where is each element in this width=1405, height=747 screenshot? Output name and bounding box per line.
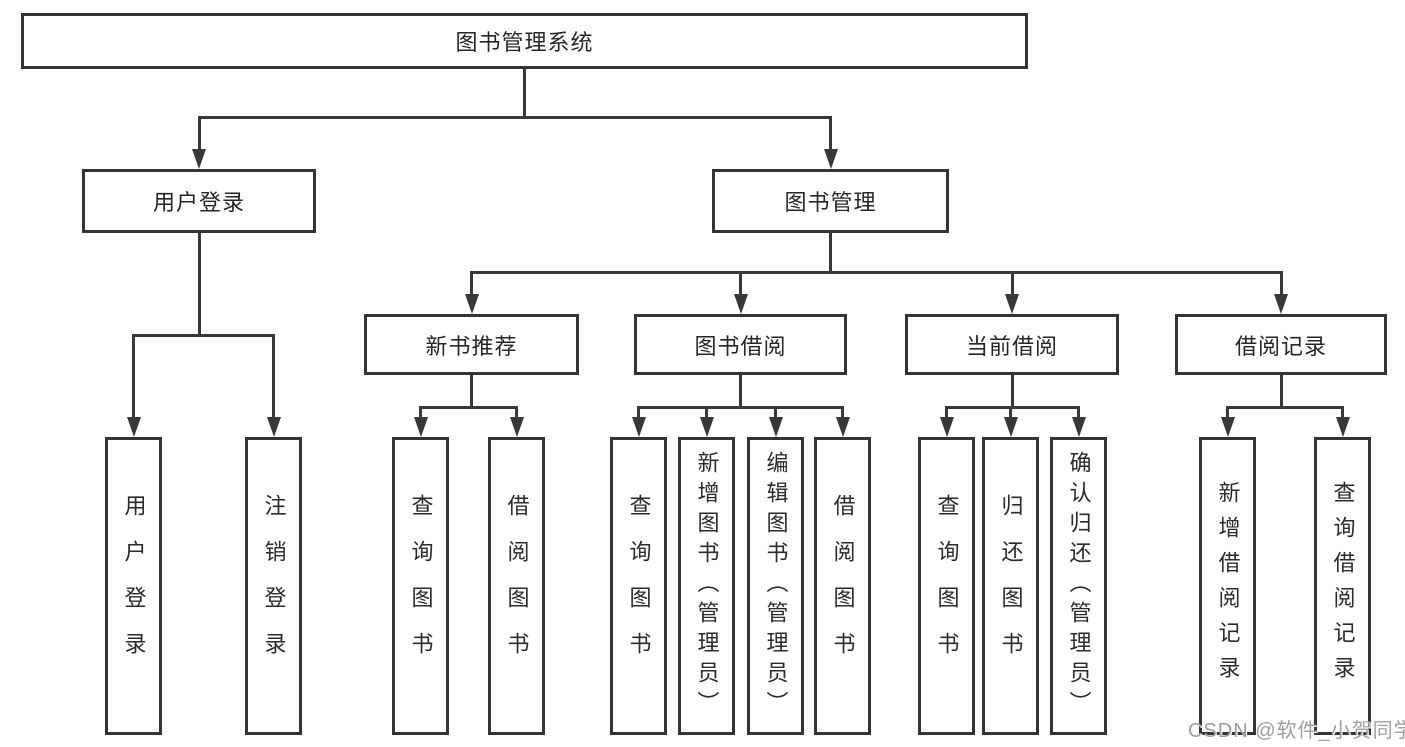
node-label: 归还图书: [998, 494, 1024, 678]
connector-drop-line: [419, 407, 422, 423]
leaf-add-borrow-record: 新增借阅记录: [1199, 437, 1256, 735]
node-label: 新增图书（管理员）: [694, 451, 720, 721]
connector-stub-line: [829, 233, 832, 272]
connector-bus-line: [197, 115, 832, 119]
connector-drop-line: [515, 407, 518, 423]
node-label: 图书管理: [784, 190, 877, 215]
node-new-book-recommendation: 新书推荐: [364, 314, 579, 375]
node-label: 用户登录: [121, 494, 147, 678]
node-label: 确认归还（管理员）: [1066, 451, 1092, 721]
leaf-borrow-books-borrowing: 借阅图书: [814, 437, 871, 735]
connector-drop-line: [470, 272, 473, 300]
connector-drop-line: [1279, 272, 1283, 300]
node-label: 借阅记录: [1234, 333, 1327, 359]
node-label: 当前借阅: [965, 333, 1058, 359]
connector-bus-line: [1226, 405, 1344, 409]
connector-bus-line: [945, 405, 1080, 409]
connector-drop-line: [1077, 407, 1080, 423]
connector-stub-line: [197, 233, 201, 335]
arrowhead-down-icon: [1071, 417, 1086, 437]
arrowhead-down-icon: [1274, 294, 1288, 314]
leaf-logout: 注销登录: [245, 437, 302, 735]
arrowhead-down-icon: [1003, 417, 1018, 437]
node-label: 编辑图书（管理员）: [763, 451, 789, 721]
arrowhead-down-icon: [823, 149, 838, 169]
node-label: 查询图书: [408, 494, 434, 678]
connector-drop-line: [637, 407, 640, 423]
connector-bus-line: [637, 405, 844, 409]
node-borrowing-records: 借阅记录: [1175, 314, 1387, 375]
node-label: 用户登录: [152, 190, 245, 215]
connector-drop-line: [1009, 407, 1012, 423]
connector-drop-line: [1341, 407, 1344, 423]
node-label: 注销登录: [261, 494, 287, 678]
node-user-login: 用户登录: [82, 169, 316, 233]
connector-stub-line: [1279, 375, 1283, 407]
node-current-borrowing: 当前借阅: [905, 314, 1119, 375]
arrowhead-down-icon: [699, 417, 714, 437]
connector-drop-line: [1010, 272, 1014, 300]
leaf-borrow-books-recommend: 借阅图书: [488, 437, 545, 735]
connector-stub-line: [739, 375, 742, 407]
node-library-management-system: 图书管理系统: [21, 13, 1028, 69]
node-label: 查询借阅记录: [1330, 481, 1356, 691]
connector-drop-line: [1226, 407, 1229, 423]
arrowhead-down-icon: [768, 417, 783, 437]
leaf-query-books-current: 查询图书: [918, 437, 975, 735]
arrowhead-down-icon: [733, 294, 748, 314]
arrowhead-down-icon: [126, 417, 141, 437]
node-label: 查询图书: [626, 494, 652, 678]
node-label: 借阅图书: [504, 494, 530, 678]
connector-stub-line: [523, 69, 526, 117]
arrowhead-down-icon: [464, 294, 479, 314]
leaf-query-borrow-record: 查询借阅记录: [1314, 437, 1371, 735]
leaf-query-books-recommend: 查询图书: [392, 437, 449, 735]
connector-drop-line: [841, 407, 844, 423]
connector-drop-line: [829, 117, 832, 155]
connector-bus-line: [470, 270, 1283, 274]
arrowhead-down-icon: [631, 417, 646, 437]
leaf-return-books: 归还图书: [982, 437, 1039, 735]
arrowhead-down-icon: [192, 149, 206, 169]
connector-bus-line: [132, 333, 275, 337]
arrowhead-down-icon: [413, 417, 428, 437]
arrowhead-down-icon: [939, 417, 954, 437]
leaf-edit-books-admin: 编辑图书（管理员）: [747, 437, 804, 735]
arrowhead-down-icon: [835, 417, 850, 437]
arrowhead-down-icon: [1220, 417, 1235, 437]
connector-drop-line: [272, 335, 275, 423]
connector-drop-line: [739, 272, 742, 300]
node-label: 图书管理系统: [455, 30, 594, 55]
node-label: 借阅图书: [830, 494, 856, 678]
arrowhead-down-icon: [509, 417, 524, 437]
node-label: 图书借阅: [694, 333, 787, 359]
node-label: 查询图书: [934, 494, 960, 678]
connector-drop-line: [705, 407, 708, 423]
node-book-management: 图书管理: [712, 169, 949, 233]
connector-stub-line: [470, 375, 473, 407]
connector-drop-line: [132, 335, 135, 423]
leaf-add-books-admin: 新增图书（管理员）: [678, 437, 735, 735]
connector-bus-line: [419, 405, 518, 409]
node-book-borrowing: 图书借阅: [634, 314, 847, 375]
node-label: 新增借阅记录: [1215, 481, 1241, 691]
node-label: 新书推荐: [425, 333, 518, 359]
csdn-watermark: CSDN @软件_小贺同学: [1188, 720, 1405, 742]
arrowhead-down-icon: [1335, 417, 1350, 437]
connector-drop-line: [197, 117, 201, 155]
leaf-user-login: 用户登录: [105, 437, 162, 735]
connector-drop-line: [774, 407, 777, 423]
arrowhead-down-icon: [266, 417, 281, 437]
leaf-query-books-borrowing: 查询图书: [610, 437, 667, 735]
arrowhead-down-icon: [1005, 294, 1019, 314]
connector-stub-line: [1010, 375, 1014, 407]
leaf-confirm-return-admin: 确认归还（管理员）: [1050, 437, 1107, 735]
connector-drop-line: [945, 407, 948, 423]
